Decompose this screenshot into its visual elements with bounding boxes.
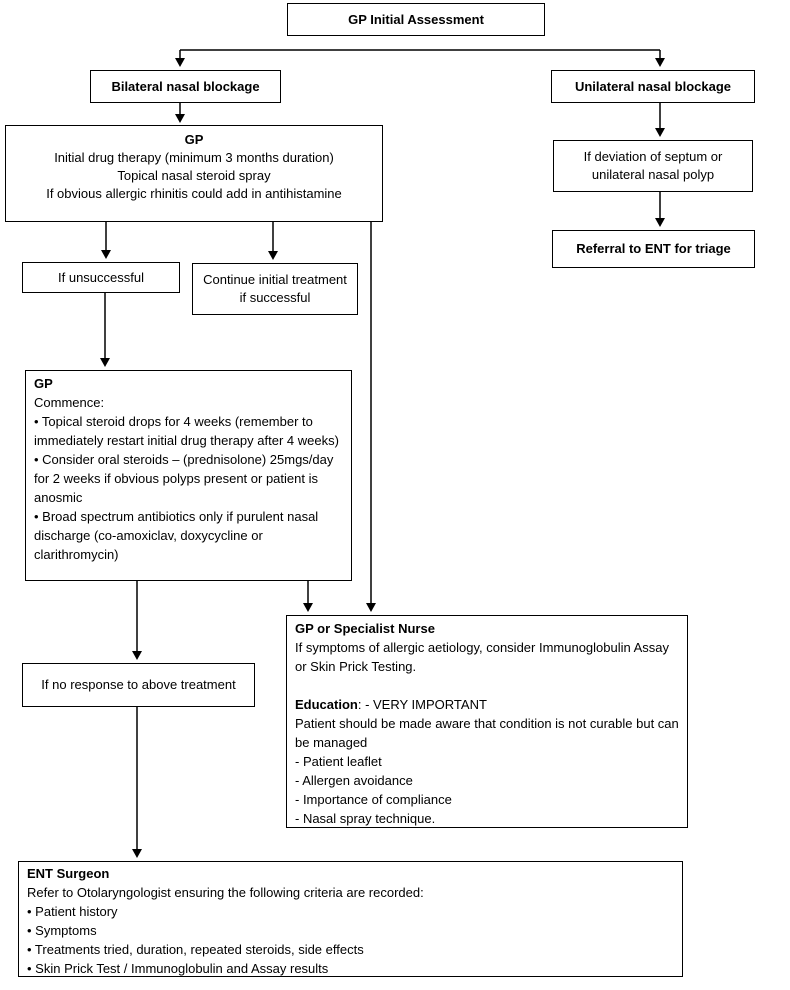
edge-noresponse-to-ent [132, 707, 142, 858]
node-line: - Importance of compliance [295, 792, 452, 807]
node-title: GP [184, 132, 204, 147]
node-text: Continue initial treatment if successful [203, 272, 347, 305]
node-text: If deviation of septum or unilateral nas… [583, 149, 723, 182]
node-gp-or-specialist-nurse: GP or Specialist Nurse If symptoms of al… [286, 615, 688, 828]
edge-unsuccessful-to-commence [100, 293, 110, 367]
node-line: Refer to Otolaryngologist ensuring the f… [27, 885, 424, 900]
edge-gp-initial-to-continue [268, 222, 278, 260]
blank-line [295, 676, 679, 695]
node-line: - Patient leaflet [295, 754, 382, 769]
node-line: If obvious allergic rhinitis could add i… [46, 186, 342, 201]
node-line: - Allergen avoidance [295, 773, 413, 788]
edge-commence-to-nurse [303, 581, 313, 612]
node-ent-surgeon: ENT Surgeon Refer to Otolaryngologist en… [18, 861, 683, 977]
node-title: Bilateral nasal blockage [111, 78, 260, 94]
node-line: • Broad spectrum antibiotics only if pur… [34, 509, 319, 562]
node-title: GP [34, 376, 53, 391]
edge-gp-initial-to-unsuccessful [101, 222, 111, 259]
node-referral-ent-triage: Referral to ENT for triage [552, 230, 755, 268]
node-continue-initial-treatment: Continue initial treatment if successful [192, 263, 358, 315]
node-gp-initial-assessment: GP Initial Assessment [287, 3, 545, 36]
node-line: If symptoms of allergic aetiology, consi… [295, 640, 670, 674]
node-line: Commence: [34, 395, 105, 410]
edge-deviation-to-referral [655, 192, 665, 227]
node-line: • Symptoms [27, 923, 97, 938]
node-title: GP Initial Assessment [348, 11, 484, 27]
education-label: Education [295, 697, 358, 712]
node-line: Initial drug therapy (minimum 3 months d… [54, 150, 334, 165]
node-title: Referral to ENT for triage [576, 241, 731, 256]
node-line: Topical nasal steroid spray [117, 168, 271, 183]
node-gp-commence: GP Commence: • Topical steroid drops for… [25, 370, 352, 581]
node-if-unsuccessful: If unsuccessful [22, 262, 180, 293]
node-line: Education: - VERY IMPORTANT [295, 695, 679, 714]
edge-assessment-split [175, 49, 665, 67]
node-if-no-response: If no response to above treatment [22, 663, 255, 707]
node-line: • Topical steroid drops for 4 weeks (rem… [34, 414, 339, 448]
node-line: - Nasal spray technique. [295, 811, 436, 826]
node-title: GP or Specialist Nurse [295, 621, 435, 636]
edge-bilateral-to-gp-initial [175, 103, 185, 123]
edge-unilateral-to-deviation [655, 103, 665, 137]
node-line: • Consider oral steroids – (prednisolone… [34, 452, 334, 505]
node-unilateral-nasal-blockage: Unilateral nasal blockage [551, 70, 755, 103]
node-line: • Treatments tried, duration, repeated s… [27, 942, 364, 957]
node-line: Patient should be made aware that condit… [295, 716, 679, 750]
node-text: If unsuccessful [58, 269, 144, 285]
edge-commence-to-noresponse [132, 581, 142, 660]
node-gp-initial-drug-therapy: GP Initial drug therapy (minimum 3 month… [5, 125, 383, 222]
node-line: • Skin Prick Test / Immunoglobulin and A… [27, 961, 329, 976]
node-title: Unilateral nasal blockage [574, 78, 732, 94]
node-deviation-septum-or-polyp: If deviation of septum or unilateral nas… [553, 140, 753, 192]
edge-gp-initial-to-nurse [366, 222, 376, 612]
node-title: ENT Surgeon [27, 866, 110, 881]
node-text: If no response to above treatment [41, 677, 236, 692]
node-line: • Patient history [27, 904, 118, 919]
node-bilateral-nasal-blockage: Bilateral nasal blockage [90, 70, 281, 103]
education-rest: : - VERY IMPORTANT [357, 697, 487, 712]
